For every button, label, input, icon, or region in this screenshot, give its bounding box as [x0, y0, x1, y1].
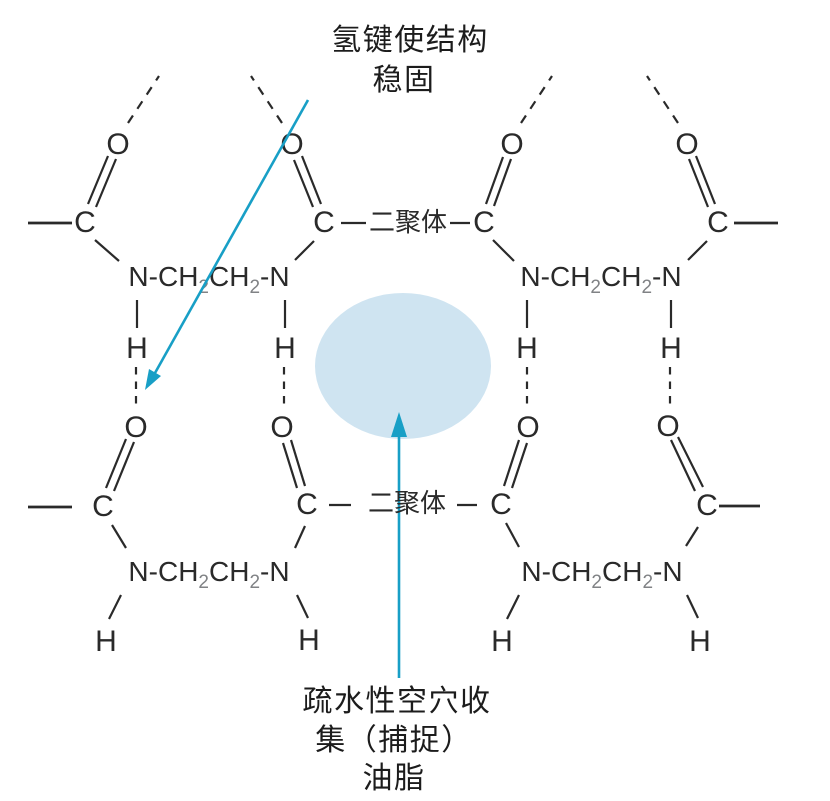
- cn-bond: [111, 524, 127, 549]
- oxygen-atom: O: [280, 128, 303, 161]
- oxygen-atom: O: [500, 128, 523, 161]
- amine-seg: N-CH: [520, 261, 590, 292]
- oxygen-atom: O: [106, 128, 129, 161]
- co-double-bond: [510, 442, 529, 489]
- annotations: 氢键使结构 稳固 疏水性空穴收 集（捕捉） 油脂: [303, 24, 492, 795]
- hydrogen-bond-stub: [646, 75, 679, 124]
- amine-seg: CH: [602, 556, 642, 587]
- hydrogen-atom: H: [274, 332, 296, 365]
- carbon-atom: C: [92, 490, 114, 523]
- amine-seg: -N: [260, 261, 290, 292]
- hydrogen-bond-arrow-head: [145, 369, 161, 390]
- amine-seg: N-CH: [521, 556, 591, 587]
- hydrogen-atom: H: [689, 625, 711, 658]
- oxygen-atom: O: [270, 411, 293, 444]
- nh-bond: [296, 594, 309, 619]
- co-double-bond: [104, 438, 128, 489]
- cn-bond: [505, 522, 520, 548]
- dimer-label: 二聚体: [368, 488, 446, 518]
- hydrogen-bond-arrow: [145, 99, 310, 390]
- co-double-bond: [86, 155, 110, 205]
- cavity-arrow: [391, 412, 407, 678]
- oxygen-atom: O: [124, 411, 147, 444]
- co-double-bond: [687, 158, 710, 208]
- amine-subscript: 2: [591, 572, 602, 593]
- amine-bridge-label: N-CH2CH2-N: [520, 261, 681, 298]
- amine-subscript: 2: [642, 572, 653, 593]
- co-double-bond: [289, 439, 307, 487]
- amine-seg: -N: [653, 556, 683, 587]
- co-double-bond: [694, 155, 717, 205]
- co-double-bond: [677, 436, 704, 488]
- amine-subscript: 2: [641, 277, 652, 298]
- amine-seg: -N: [260, 556, 290, 587]
- co-double-bond: [670, 439, 696, 492]
- hydrogen-bond-arrow-line: [153, 99, 310, 374]
- co-double-bond: [300, 155, 323, 205]
- oxygen-atom: O: [516, 411, 539, 444]
- amine-bridge-label: N-CH2CH2-N: [128, 556, 289, 593]
- cavity-arrow-head: [391, 412, 407, 437]
- bond-lines: [28, 75, 778, 620]
- hydrogen-atom: H: [126, 332, 148, 365]
- amine-subscript: 2: [590, 277, 601, 298]
- dimer-label: 二聚体: [369, 207, 447, 237]
- amine-subscript: 2: [249, 572, 260, 593]
- carbon-atom: C: [707, 206, 729, 239]
- hydrogen-atom: H: [95, 625, 117, 658]
- carbon-atom: C: [696, 489, 718, 522]
- cavity-caption-line2: 集（捕捉）: [315, 724, 473, 757]
- cavity-caption-line1: 疏水性空穴收: [303, 685, 492, 718]
- hydrogen-atom: H: [298, 624, 320, 657]
- hydrogen-atom: H: [491, 625, 513, 658]
- co-double-bond: [281, 442, 299, 489]
- carbon-atom: C: [473, 206, 495, 239]
- amine-subscript: 2: [198, 572, 209, 593]
- hydrogen-atom: H: [660, 332, 682, 365]
- hydrophobic-cavity-ellipse: [315, 293, 491, 439]
- amine-bridge-label: N-CH2CH2-N: [128, 261, 289, 298]
- atom-labels: O O O O O O O O C C C C C C C C H H H H …: [74, 128, 729, 658]
- amine-seg: N-CH: [128, 556, 198, 587]
- amine-seg: N-CH: [128, 261, 198, 292]
- hydrogen-atom: H: [516, 332, 538, 365]
- hydrogen-bond-caption-line1: 氢键使结构: [331, 24, 489, 57]
- cavity-caption-line3: 油脂: [363, 762, 426, 795]
- hydrogen-bond-caption-line2: 稳固: [373, 64, 436, 97]
- co-double-bond: [94, 158, 118, 208]
- hydrogen-bond-stub: [127, 75, 160, 124]
- carbon-atom: C: [490, 488, 512, 521]
- co-double-bond: [492, 158, 513, 207]
- co-double-bond: [484, 156, 505, 205]
- cn-bond: [294, 240, 315, 261]
- nh-bond: [108, 594, 122, 620]
- hydrogen-bond-stub: [520, 75, 553, 124]
- amine-subscript: 2: [249, 277, 260, 298]
- cn-bond: [293, 525, 307, 549]
- amine-bridge-label: N-CH2CH2-N: [521, 556, 682, 593]
- nh-bond: [686, 594, 699, 619]
- carbon-atom: C: [313, 206, 335, 239]
- oxygen-atom: O: [656, 410, 679, 443]
- cn-bond: [687, 240, 708, 261]
- co-double-bond: [112, 441, 136, 492]
- cn-bond: [685, 526, 699, 547]
- cn-bond: [492, 239, 515, 262]
- carbon-atom: C: [74, 206, 96, 239]
- amine-seg: -N: [652, 261, 682, 292]
- amine-seg: CH: [601, 261, 641, 292]
- hydrogen-bond-stub: [250, 75, 283, 124]
- amine-seg: CH: [209, 556, 249, 587]
- carbon-atom: C: [296, 488, 318, 521]
- nh-bond: [506, 594, 520, 620]
- cn-bond: [94, 239, 120, 262]
- co-double-bond: [292, 159, 315, 208]
- oxygen-atom: O: [675, 128, 698, 161]
- co-double-bond: [502, 439, 521, 487]
